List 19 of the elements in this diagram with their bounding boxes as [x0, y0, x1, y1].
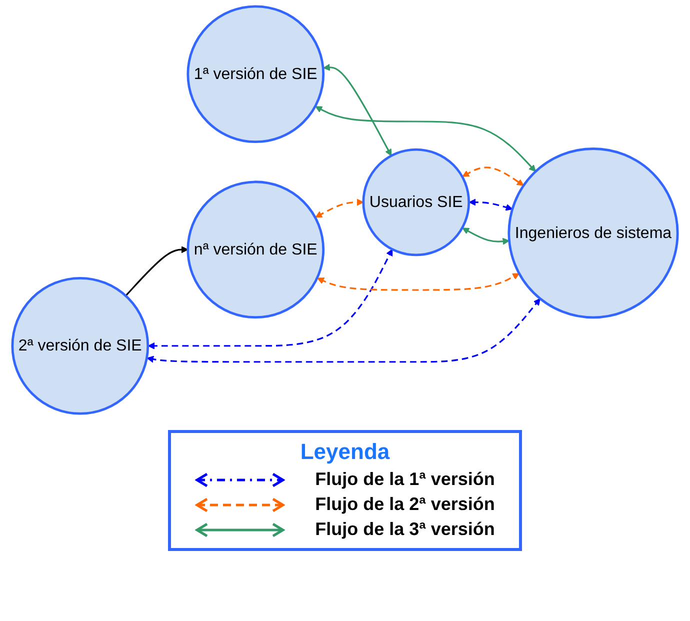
- arrow: [462, 166, 524, 186]
- node-circle: nª versión de SIE: [186, 180, 325, 319]
- arrow: [146, 298, 540, 363]
- node-circle: 1ª versión de SIE: [186, 5, 325, 144]
- arrow: [462, 228, 510, 245]
- node-circle: 2ª versión de SIE: [11, 276, 150, 415]
- legend-text: Flujo de la 3ª versión: [315, 519, 495, 540]
- arrow: [315, 198, 364, 218]
- legend-text: Flujo de la 2ª versión: [315, 494, 495, 515]
- arrow: [317, 273, 520, 291]
- legend-title: Leyenda: [299, 439, 391, 465]
- arrow: [468, 198, 513, 211]
- arrow: [323, 64, 392, 156]
- legend-text: Flujo de la 1ª versión: [315, 469, 495, 490]
- arrow: [148, 248, 393, 350]
- arrow: [125, 246, 188, 296]
- arrow: [315, 106, 536, 172]
- node-circle: Usuarios SIE: [362, 148, 470, 256]
- node-circle: Ingenieros de sistema: [508, 148, 679, 319]
